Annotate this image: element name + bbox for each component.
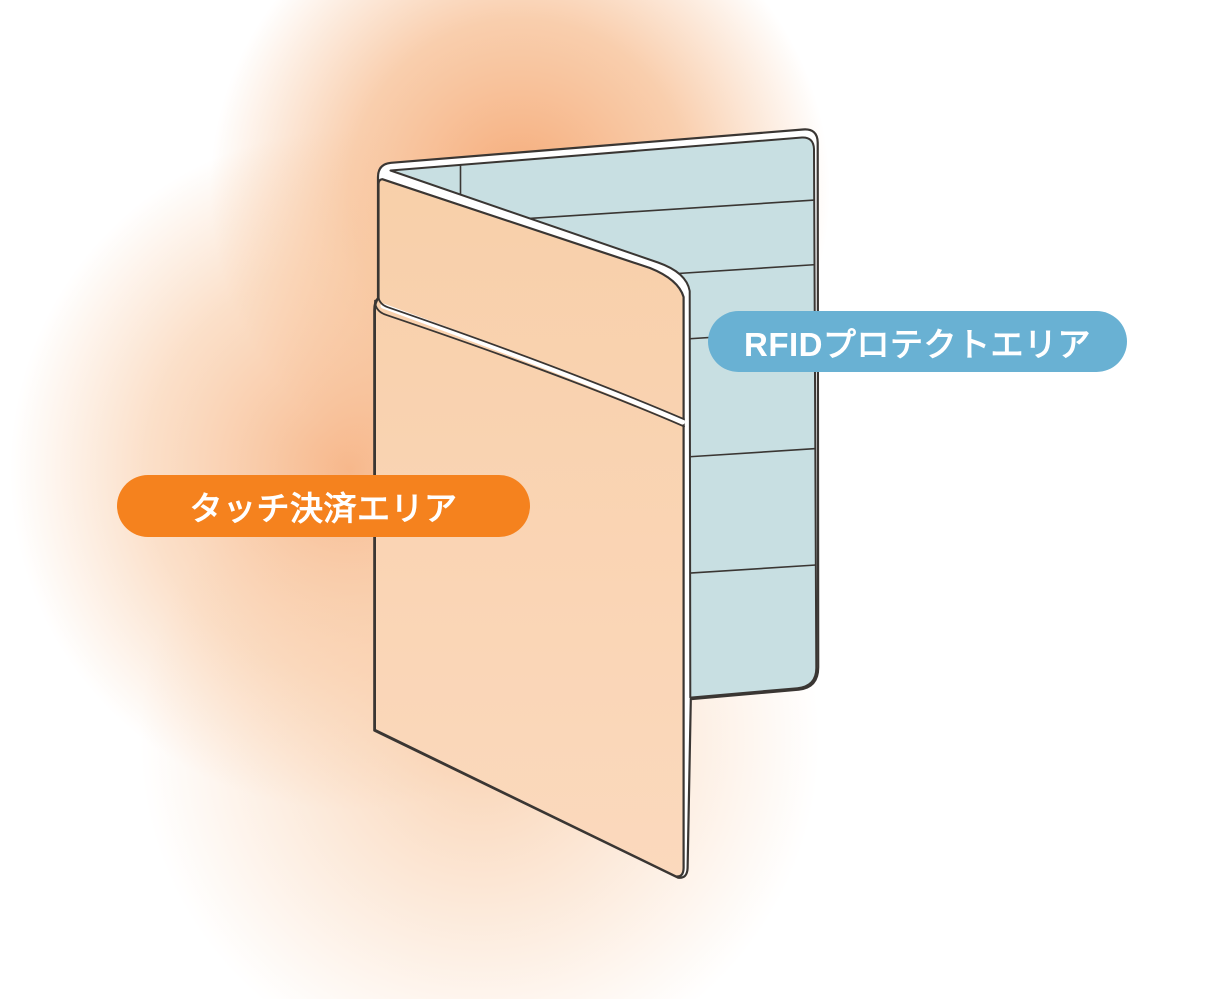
rfid-protect-label-text: RFIDプロテクトエリア [744,325,1091,363]
touch-payment-label-text: タッチ決済エリア [189,490,458,527]
rfid-protect-label: RFIDプロテクトエリア [708,311,1127,372]
cover-fold-line [374,292,685,428]
touch-payment-label: タッチ決済エリア [117,475,530,537]
rfid-panel [389,136,818,699]
front-cover-panel [373,178,685,878]
